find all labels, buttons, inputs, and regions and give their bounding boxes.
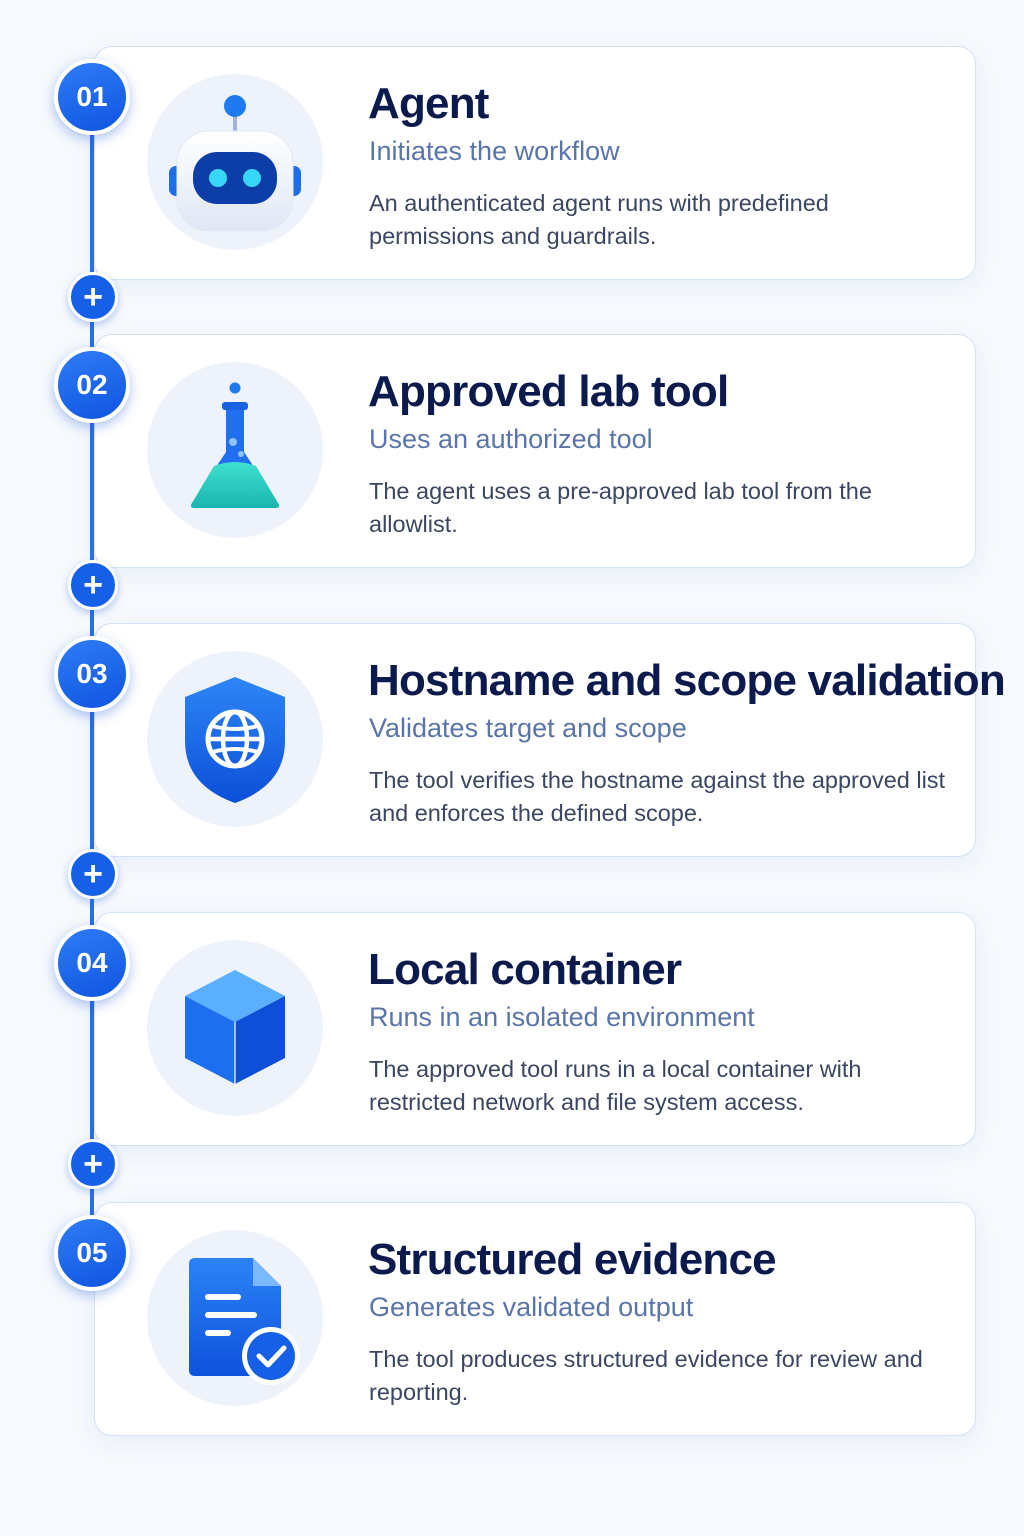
step-number-badge: 03 (54, 636, 130, 712)
step-title: Local container (368, 945, 682, 994)
step-description: The approved tool runs in a local contai… (369, 1056, 862, 1115)
step-subtitle: Validates target and scope (369, 713, 687, 743)
step-description: The tool produces structured evidence fo… (369, 1346, 923, 1405)
step-title: Agent (368, 79, 489, 128)
robot-icon (147, 74, 323, 250)
connector-plus-icon[interactable]: + (68, 560, 118, 610)
step-number-badge: 01 (54, 59, 130, 135)
step-subtitle: Generates validated output (369, 1292, 694, 1322)
connector-plus-icon[interactable]: + (68, 849, 118, 899)
document-check-icon (147, 1230, 323, 1406)
step-title: Approved lab tool (368, 367, 729, 416)
step-subtitle: Uses an authorized tool (369, 424, 653, 454)
step-description: The agent uses a pre-approved lab tool f… (369, 478, 872, 537)
step-card-approved-lab-tool: Approved lab tool Uses an authorized too… (94, 334, 976, 568)
connector-plus-icon[interactable]: + (68, 1139, 118, 1189)
step-card-local-container: Local container Runs in an isolated envi… (94, 912, 976, 1146)
step-description: An authenticated agent runs with predefi… (369, 190, 829, 249)
step-description: The tool verifies the hostname against t… (369, 767, 946, 826)
step-number-badge: 05 (54, 1215, 130, 1291)
shield-globe-icon (147, 651, 323, 827)
step-subtitle: Runs in an isolated environment (369, 1002, 755, 1032)
step-subtitle: Initiates the workflow (369, 136, 620, 166)
flask-icon (147, 362, 323, 538)
step-card-hostname-scope-validation: Hostname and scope validation Validates … (94, 623, 1006, 857)
step-card-structured-evidence: Structured evidence Generates validated … (94, 1202, 976, 1436)
step-title: Hostname and scope validation (368, 656, 1006, 705)
connector-plus-icon[interactable]: + (68, 272, 118, 322)
step-title: Structured evidence (368, 1235, 777, 1284)
step-number-badge: 02 (54, 347, 130, 423)
step-card-agent: Agent Initiates the workflow An authenti… (94, 46, 976, 280)
step-number-badge: 04 (54, 925, 130, 1001)
cube-icon (147, 940, 323, 1116)
